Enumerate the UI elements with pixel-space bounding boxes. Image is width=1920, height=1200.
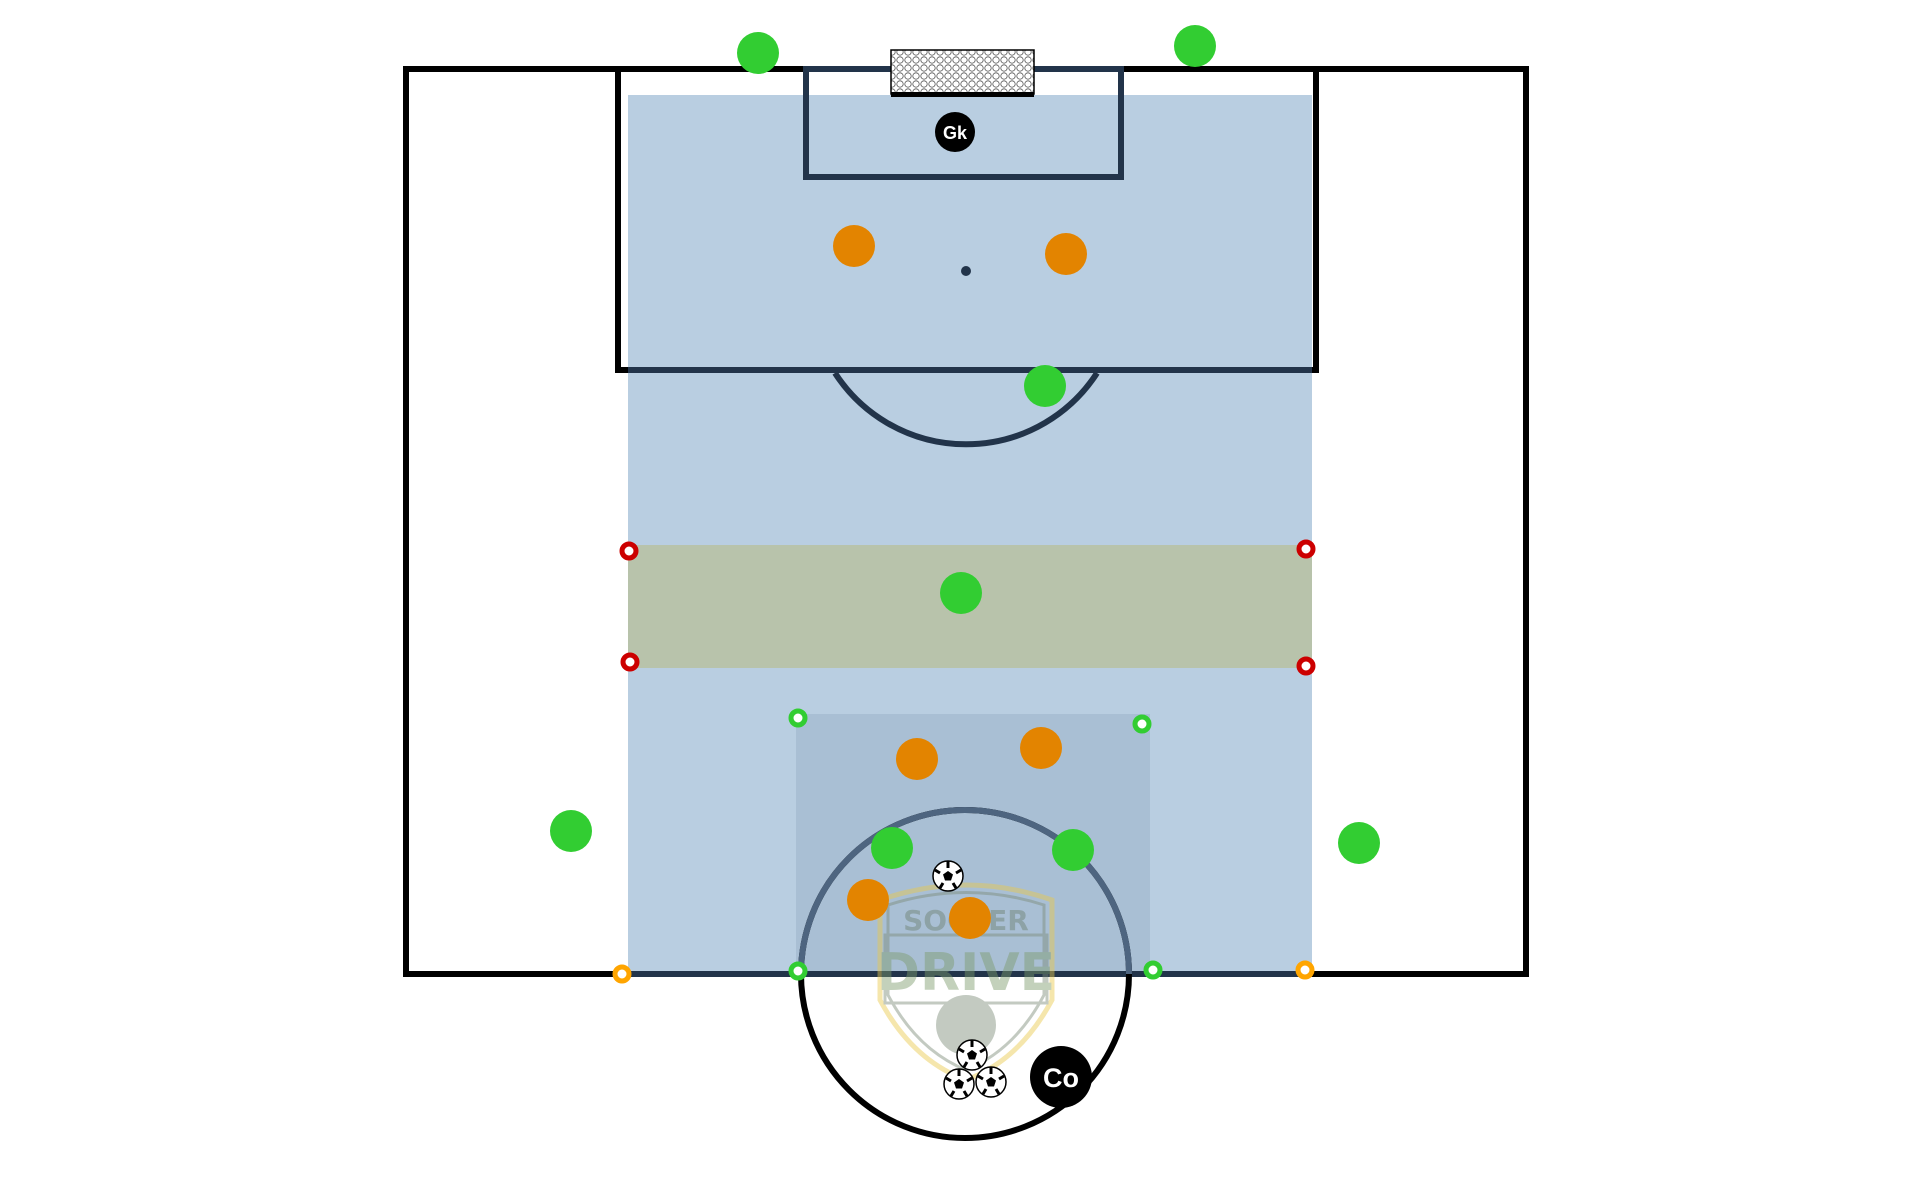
- cone-orange: [612, 964, 632, 984]
- orange-player: [949, 897, 991, 939]
- soccer-ball-icon: [974, 1065, 1008, 1099]
- goal-net: [890, 49, 1035, 95]
- orange-player: [833, 225, 875, 267]
- coach: Co: [1030, 1046, 1092, 1108]
- cone-red: [1296, 656, 1316, 676]
- logo-text-line2: DRIVE: [877, 943, 1055, 1003]
- goalkeeper-label: Gk: [943, 123, 968, 143]
- green-player: [1338, 822, 1380, 864]
- soccer-ball-icon: [931, 859, 965, 893]
- cone-orange: [1295, 960, 1315, 980]
- orange-player: [1020, 727, 1062, 769]
- green-player: [1174, 25, 1216, 67]
- goalkeeper: Gk: [935, 112, 975, 152]
- penalty-spot: [961, 266, 971, 276]
- cone-red: [619, 541, 639, 561]
- green-team: [550, 25, 1380, 871]
- green-player: [1024, 365, 1066, 407]
- green-player: [737, 32, 779, 74]
- green-player: [1052, 829, 1094, 871]
- cone-green: [1132, 714, 1152, 734]
- green-player: [871, 827, 913, 869]
- soccer-ball-icon: [955, 1038, 989, 1072]
- green-player: [550, 810, 592, 852]
- orange-player: [847, 879, 889, 921]
- penalty-arc: [832, 371, 1100, 448]
- goal-line: [891, 92, 1034, 97]
- cone-red: [1296, 539, 1316, 559]
- center-circle-overlay: [798, 807, 1132, 974]
- orange-player: [896, 738, 938, 780]
- green-player: [940, 572, 982, 614]
- cone-green: [788, 961, 808, 981]
- orange-player: [1045, 233, 1087, 275]
- cone-green: [1143, 960, 1163, 980]
- orange-team: [833, 225, 1087, 939]
- cone-green: [788, 708, 808, 728]
- cones: [612, 539, 1316, 984]
- soccer-ball-icon: [942, 1067, 976, 1101]
- coach-label: Co: [1043, 1063, 1079, 1093]
- cone-red: [620, 652, 640, 672]
